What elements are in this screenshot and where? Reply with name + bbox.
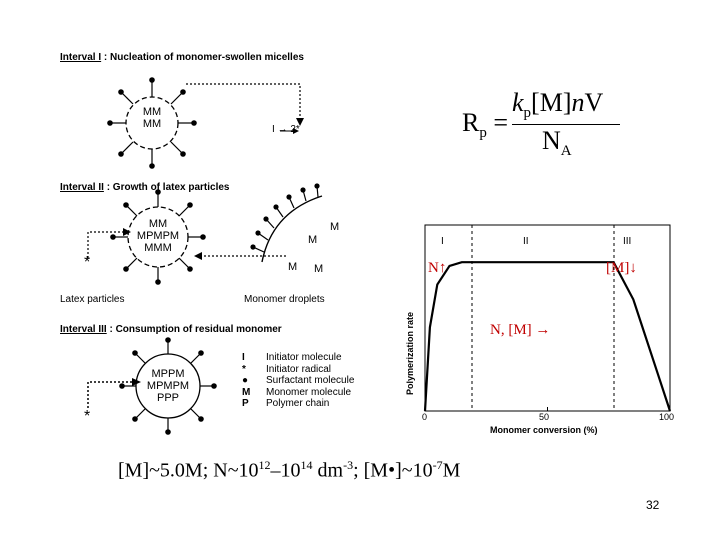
droplet-m-3: M <box>288 261 297 273</box>
monomer-droplets-caption: Monomer droplets <box>244 294 325 305</box>
n-m-constant-annotation: N, [M] → <box>490 322 550 339</box>
radical-star-3: * <box>84 408 90 426</box>
n-increasing-annotation: N↑ <box>428 260 446 277</box>
micelle-interval-1 <box>107 77 304 169</box>
droplet-m-4: M <box>314 263 323 275</box>
latex-particle-interval-2 <box>88 189 286 285</box>
interval-3-header: Interval III : Consumption of residual m… <box>60 324 282 335</box>
latex-particles-caption: Latex particles <box>60 294 124 305</box>
concentration-summary: [M]~5.0M; N~1012–1014 dm-3; [M•]~10-7M <box>118 458 460 483</box>
initiator-decomposition: I → 2* <box>272 124 300 135</box>
region-label-1: I <box>441 236 444 247</box>
x-tick-50: 50 <box>539 412 549 422</box>
chart-frame <box>425 225 670 411</box>
x-axis-ticks <box>425 407 670 411</box>
y-axis-label: Polymerization rate <box>405 312 415 395</box>
x-axis-label: Monomer conversion (%) <box>490 425 598 435</box>
legend-row: *Initiator radical <box>242 364 354 376</box>
droplet-m-1: M <box>330 221 339 233</box>
x-tick-0: 0 <box>422 412 427 422</box>
radical-star-2: * <box>84 254 90 272</box>
region-label-3: III <box>623 236 631 247</box>
m-decreasing-annotation: [M]↓ <box>606 260 637 277</box>
interval-2-header: Interval II : Growth of latex particles <box>60 182 230 193</box>
monomer-droplet <box>250 183 322 262</box>
droplet-m-2: M <box>308 234 317 246</box>
x-tick-100: 100 <box>659 412 674 422</box>
polymerization-rate-chart <box>425 225 670 411</box>
page-number: 32 <box>646 498 659 512</box>
legend-row: ●Surfactant molecule <box>242 375 354 387</box>
region-label-2: II <box>523 236 529 247</box>
